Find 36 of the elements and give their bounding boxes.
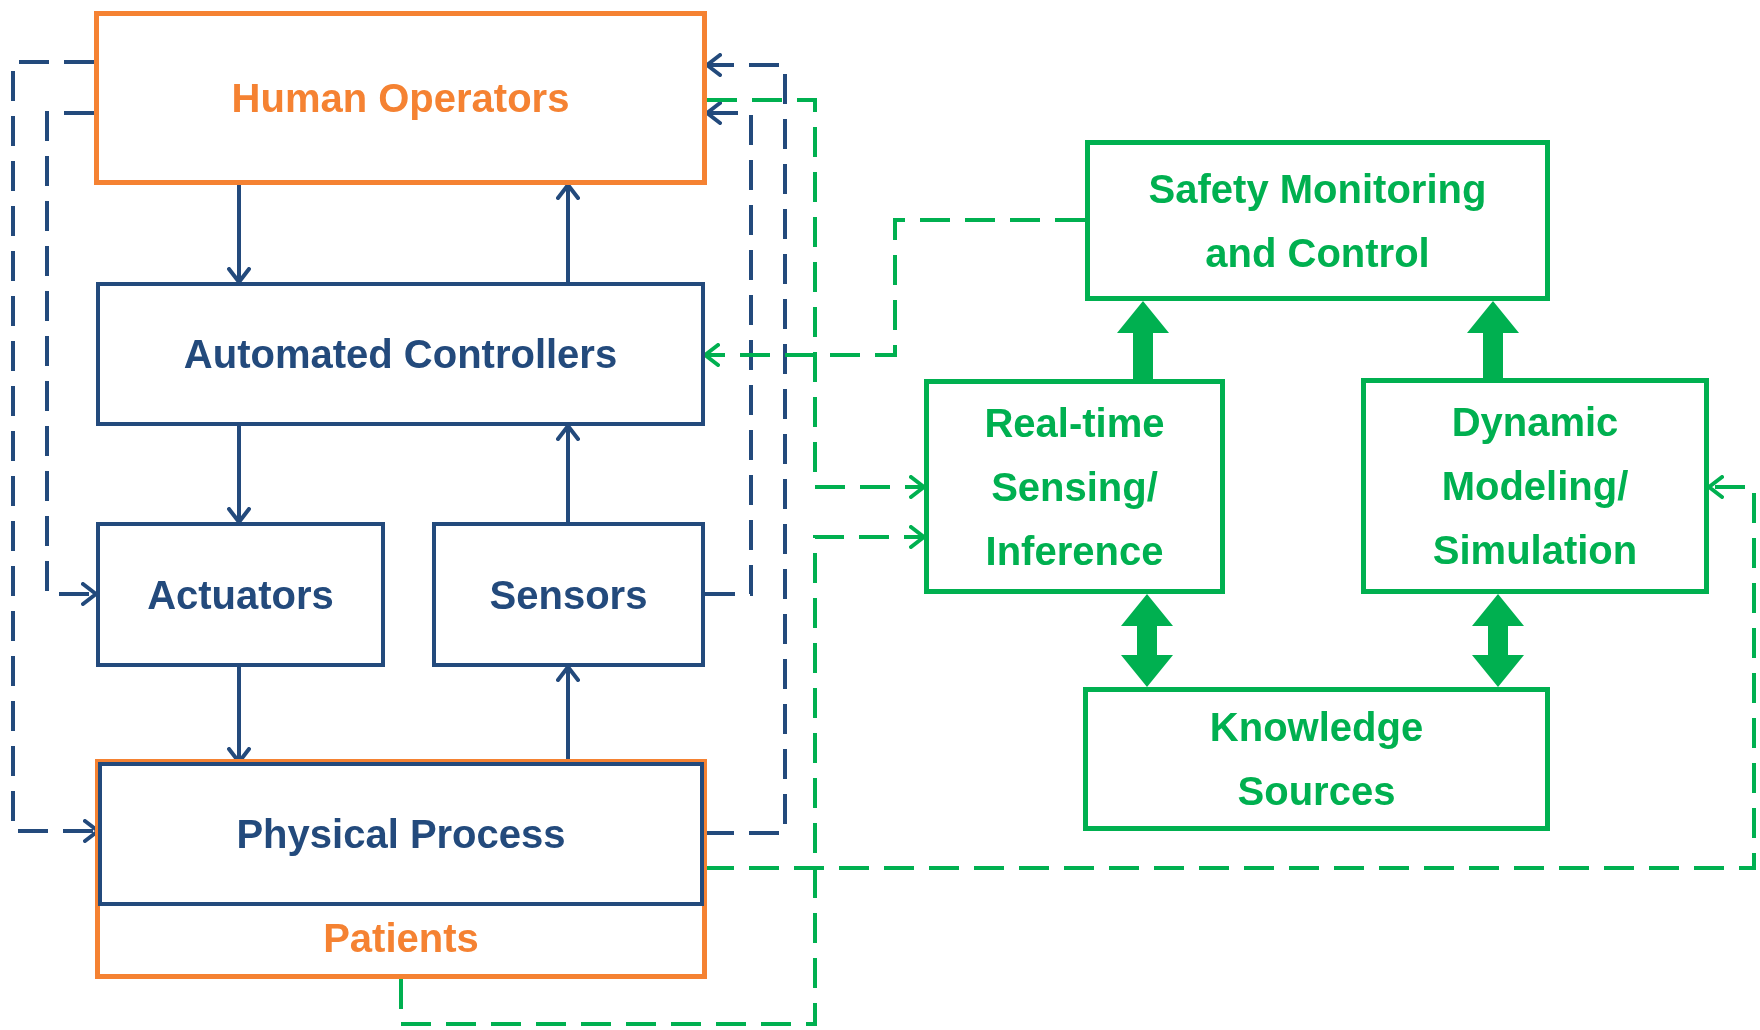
arrow <box>227 426 251 524</box>
node-label: Real-time Sensing/ Inference <box>983 399 1166 575</box>
node-label: Knowledge Sources <box>1208 704 1425 815</box>
block-arrow <box>1467 301 1519 378</box>
node-label: Sensors <box>489 571 648 619</box>
process-box <box>98 762 704 906</box>
node-label: Automated Controllers <box>183 331 618 378</box>
process-box <box>924 379 1225 594</box>
dashed-arrow <box>704 475 1756 870</box>
dashed-arrow <box>705 101 753 596</box>
block-arrow <box>1117 301 1169 379</box>
process-box <box>432 522 705 667</box>
process-box <box>1085 140 1550 301</box>
process-box <box>1083 687 1550 831</box>
process-box <box>96 282 705 426</box>
process-box <box>96 522 385 667</box>
arrow <box>556 424 580 522</box>
node-label: Human Operators <box>231 75 570 122</box>
block-arrow <box>1121 594 1173 687</box>
node-label: Physical Process <box>236 811 566 858</box>
process-box <box>95 759 707 979</box>
process-box <box>1361 378 1709 594</box>
process-box <box>94 11 707 185</box>
dashed-arrow <box>703 218 1085 367</box>
dashed-arrow <box>399 525 926 1026</box>
dashed-arrow <box>45 111 98 606</box>
arrow <box>227 185 251 284</box>
arrow <box>556 665 580 762</box>
dashed-arrow <box>707 98 926 499</box>
dashed-arrow <box>704 53 787 835</box>
node-label: Dynamic Modeling/ Simulation <box>1431 399 1639 574</box>
node-label: Safety Monitoring and Control <box>1147 165 1488 277</box>
node-label: Patients <box>323 915 479 962</box>
block-arrow <box>1472 594 1524 687</box>
arrow <box>556 183 580 282</box>
node-label: Actuators <box>147 571 334 619</box>
